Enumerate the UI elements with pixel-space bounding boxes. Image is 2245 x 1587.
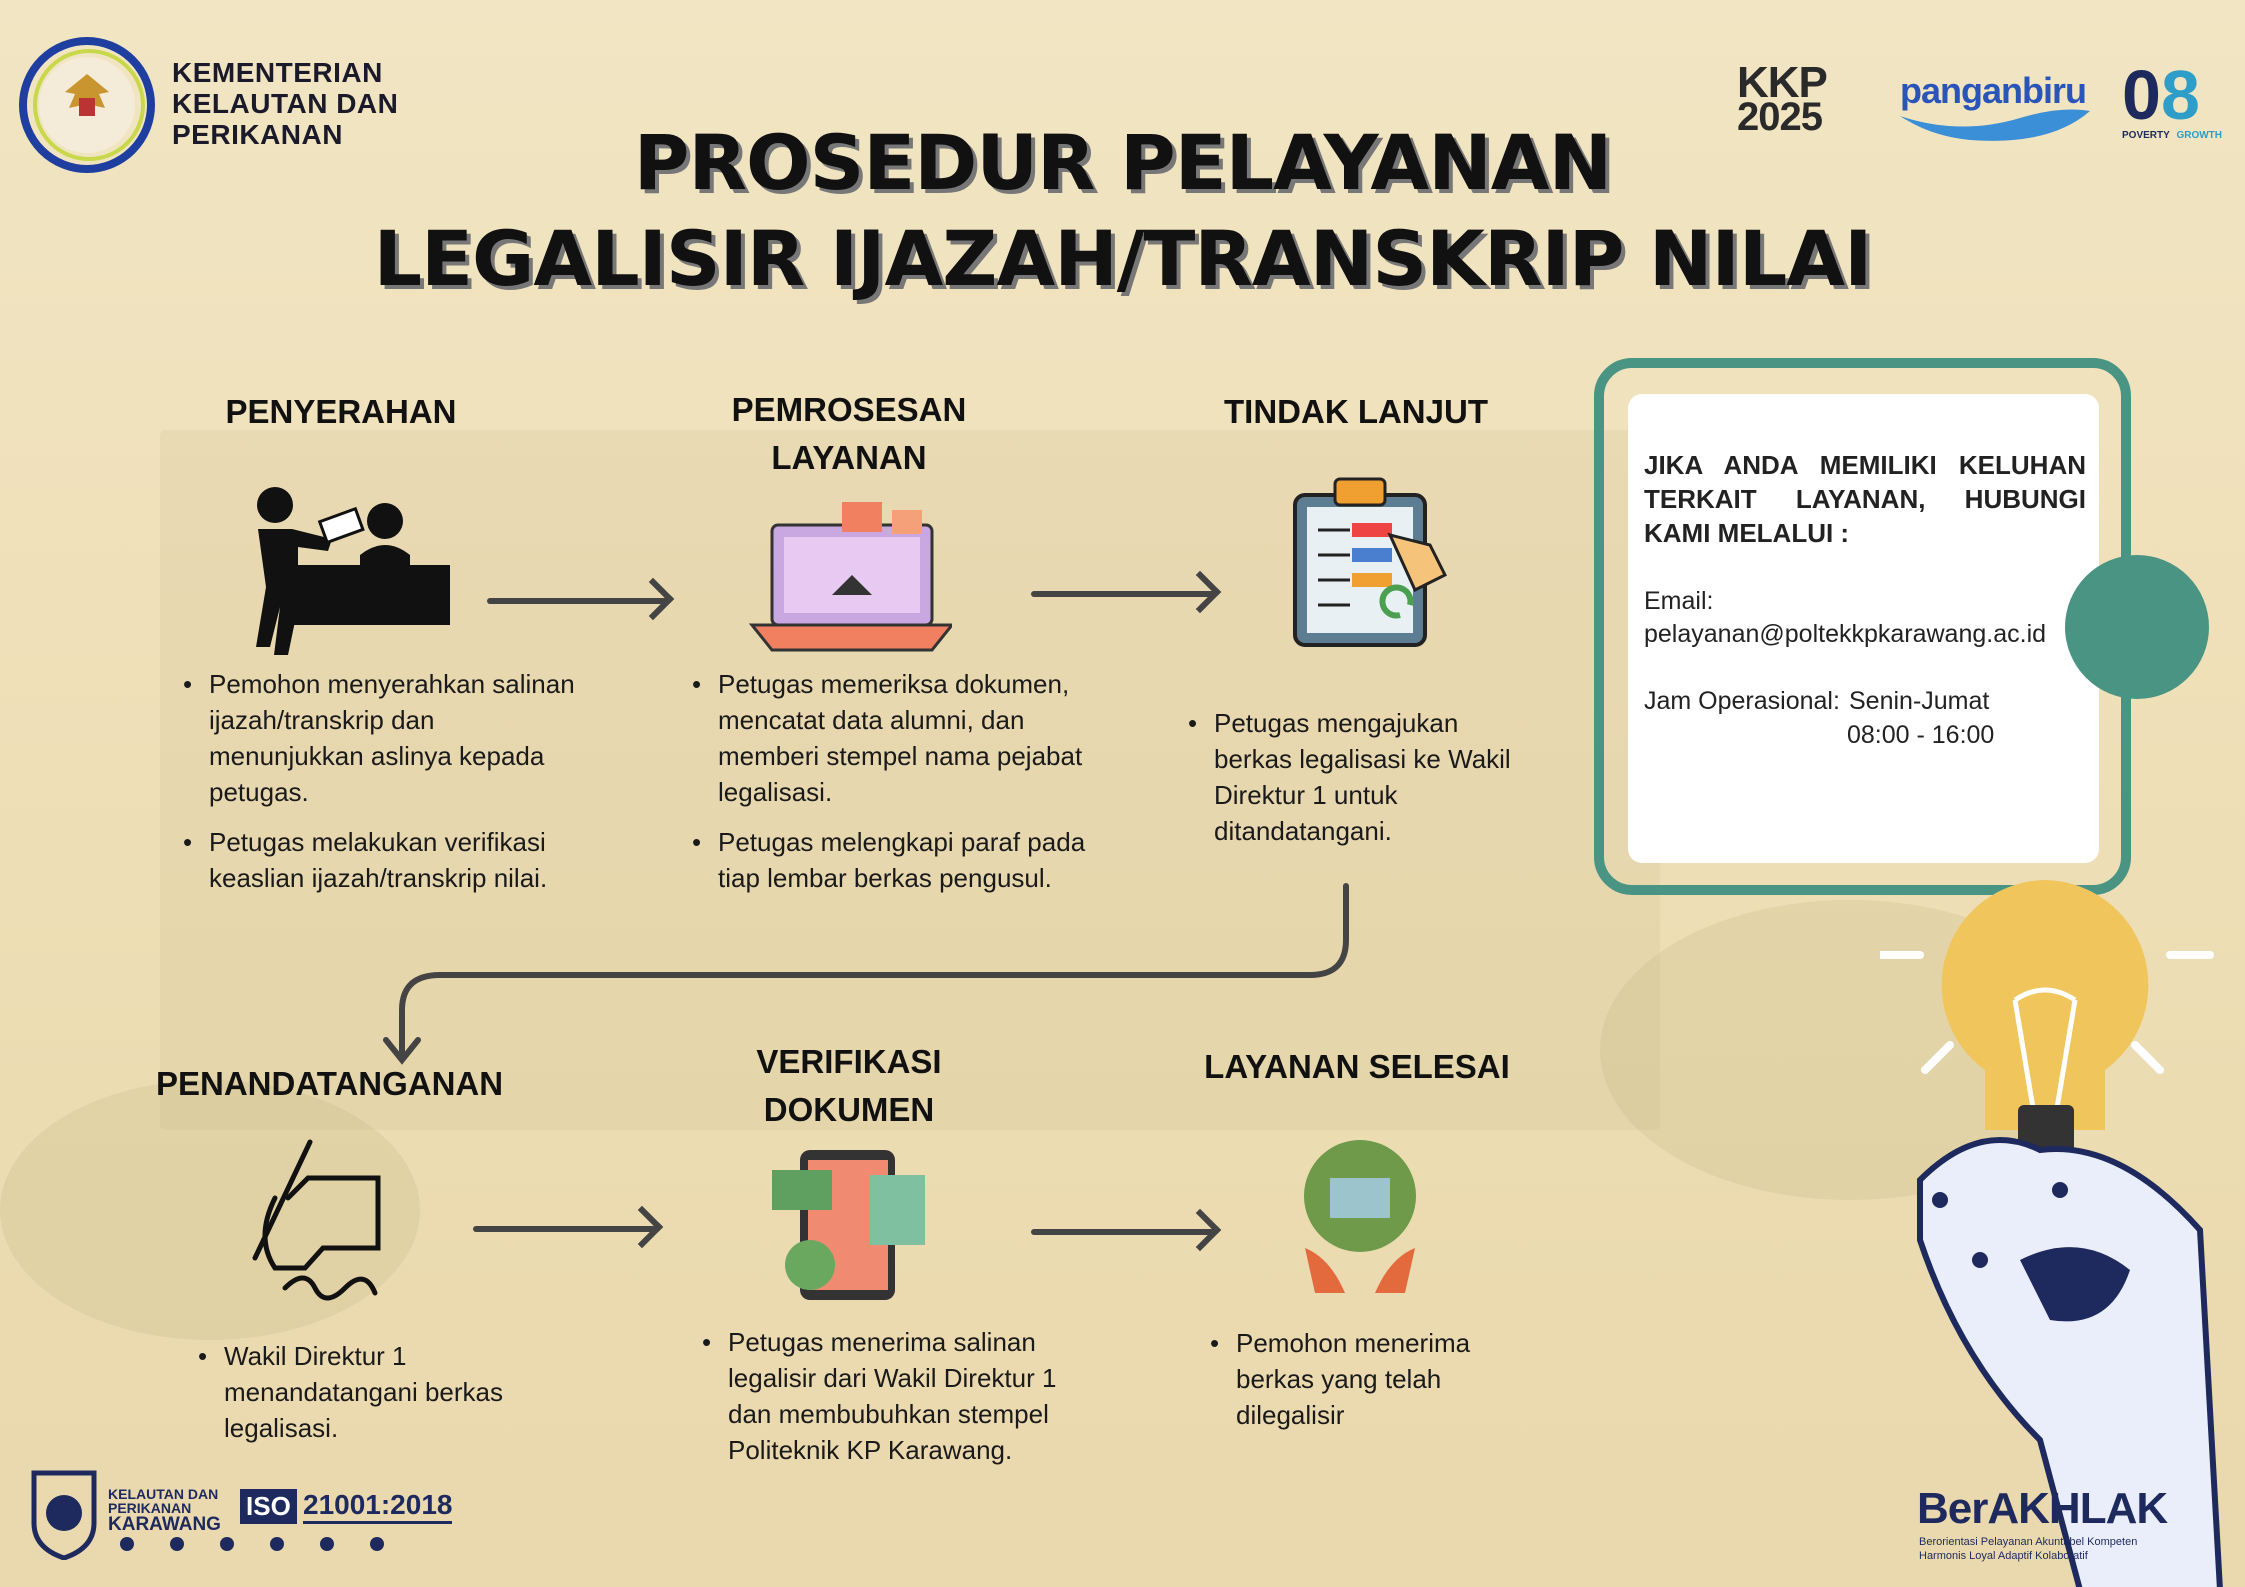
background-trees [0, 1080, 420, 1340]
flow-arrow [1031, 1229, 1217, 1235]
step-title-penandatanganan: PENANDATANGANAN [156, 1065, 504, 1102]
ministry-line: KELAUTAN DAN [172, 88, 399, 119]
kkp-year: 2025 [1737, 95, 1823, 139]
document-tablet-icon [772, 1150, 925, 1300]
ministry-logo [19, 37, 155, 173]
poltek-shield-logo [31, 1470, 97, 1560]
facebook-icon[interactable] [170, 1537, 184, 1551]
hours-days: Senin-Jumat [1849, 687, 1990, 715]
decorative-circle [2065, 555, 2209, 699]
inst-line: PERIKANAN [108, 1500, 192, 1516]
twitter-icon[interactable] [220, 1537, 234, 1551]
bullet-item: Petugas melakukan verifikasi keaslian ij… [183, 824, 583, 896]
page-title-line2: LEGALISIR IJAZAH/TRANSKRIP NILAI [373, 214, 1873, 303]
bullet-item: Pemohon menyerahkan salinan ijazah/trans… [183, 666, 583, 810]
instagram-icon[interactable] [120, 1537, 134, 1551]
hours-label: Jam Operasional: [1644, 687, 1840, 715]
flow-arrow [473, 1226, 659, 1232]
step-bullets-tindak-lanjut: Petugas mengajukan berkas legalisasi ke … [1188, 705, 1518, 863]
contact-intro: JIKA ANDA MEMILIKI KELUHAN TERKAIT LAYAN… [1644, 450, 2086, 548]
hands-globe-icon [1304, 1140, 1416, 1293]
social-icons [120, 1537, 384, 1551]
bullet-item: Petugas melengkapi paraf pada tiap lemba… [692, 824, 1102, 896]
institution-name: KELAUTAN DAN PERIKANAN KARAWANG [108, 1487, 221, 1535]
kkp-text: KKP [1737, 58, 1828, 107]
zero-text: 0 [2122, 56, 2161, 134]
ministry-line: PERIKANAN [172, 119, 343, 150]
eight-text: 8 [2160, 56, 2200, 134]
bullet-item: Pemohon menerima berkas yang telah dileg… [1210, 1325, 1510, 1433]
step-bullets-penandatanganan: Wakil Direktur 1 menandatangani berkas l… [198, 1338, 558, 1460]
page-title-line1: PROSEDUR PELAYANAN [633, 118, 1612, 207]
kkp-2025-logo: KKP 2025 [1737, 58, 1828, 139]
connector-arrow [383, 883, 1349, 1065]
ministry-line: KEMENTERIAN [172, 57, 383, 88]
bullet-item: Petugas mengajukan berkas legalisasi ke … [1188, 705, 1518, 849]
step-title-verifikasi: VERIFIKASI DOKUMEN [756, 1043, 942, 1128]
robot-hand-bulb-illustration [1880, 880, 2223, 1587]
step-bullets-layanan-selesai: Pemohon menerima berkas yang telah dileg… [1210, 1325, 1510, 1447]
phone-icon[interactable] [270, 1537, 284, 1551]
tagline-line: Berorientasi Pelayanan Akuntabel Kompete… [1919, 1536, 2138, 1548]
poverty-text: POVERTY [2122, 130, 2170, 141]
step-title-tindak-lanjut: TINDAK LANJUT [1224, 393, 1488, 430]
signing-hand-icon [252, 1139, 381, 1301]
tagline-line: Harmonis Loyal Adaptif Kolaboratif [1919, 1550, 2088, 1562]
email-link[interactable]: pelayanan@poltekkpkarawang.ac.id [1644, 620, 2047, 648]
bullet-item: Petugas memeriksa dokumen, mencatat data… [692, 666, 1102, 810]
email-label: Email: [1644, 587, 1714, 615]
laptop-icon [748, 502, 952, 652]
step-title-penyerahan: PENYERAHAN [225, 393, 457, 430]
bullet-item: Petugas menerima salinan legalisir dari … [702, 1324, 1062, 1468]
inst-line: KARAWANG [108, 1514, 221, 1535]
flow-arrow [1031, 591, 1217, 597]
step-bullets-pemrosesan: Petugas memeriksa dokumen, mencatat data… [692, 666, 1102, 910]
email-icon[interactable] [370, 1537, 384, 1551]
growth-text: GROWTH [2176, 130, 2222, 141]
step-title-pemrosesan: PEMROSESAN LAYANAN [731, 391, 967, 476]
contact-box [1628, 394, 2099, 863]
flow-arrow [487, 598, 670, 604]
berakhlak-tagline: Berorientasi Pelayanan Akuntabel Kompete… [1919, 1535, 2137, 1563]
step-bullets-verifikasi: Petugas menerima salinan legalisir dari … [702, 1324, 1062, 1482]
panganbiru-logo: panganbiru [1900, 70, 2100, 145]
youtube-icon[interactable] [320, 1537, 334, 1551]
iso-number: 21001:2018 [303, 1489, 453, 1524]
step-title-layanan-selesai: LAYANAN SELESAI [1204, 1048, 1510, 1085]
bullet-item: Wakil Direktur 1 menandatangani berkas l… [198, 1338, 558, 1446]
inst-line: KELAUTAN DAN [108, 1486, 219, 1502]
step-bullets-penyerahan: Pemohon menyerahkan salinan ijazah/trans… [183, 666, 583, 910]
iso-badge: ISO [240, 1489, 297, 1524]
hours-time: 08:00 - 16:00 [1847, 721, 1995, 749]
ministry-name: KEMENTERIAN KELAUTAN DAN PERIKANAN [172, 57, 398, 150]
berakhlak-logo: BerAKHLAK [1917, 1484, 2168, 1533]
person-desk-icon [256, 487, 450, 655]
clipboard-checklist-icon [1293, 477, 1448, 647]
panganbiru-text: panganbiru [1900, 70, 2087, 111]
